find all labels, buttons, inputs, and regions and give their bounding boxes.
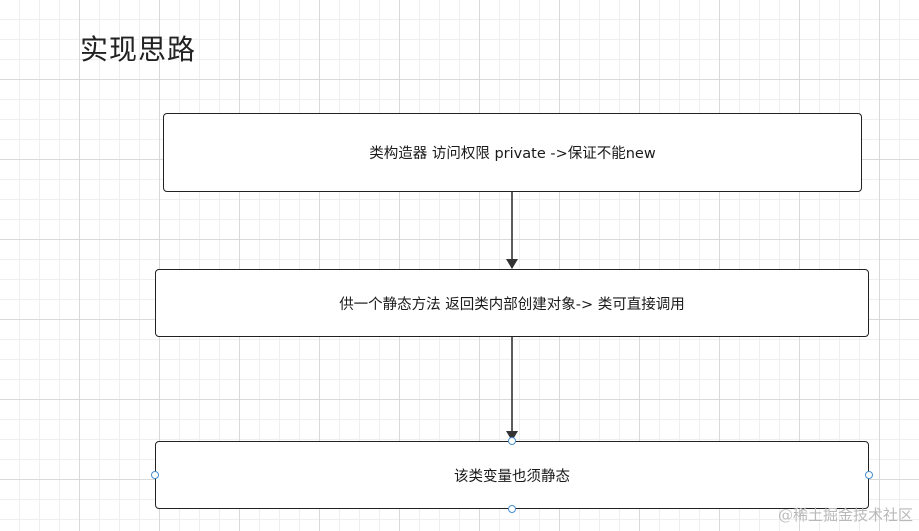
step-box-2[interactable]: 供一个静态方法 返回类内部创建对象-> 类可直接调用 <box>155 269 869 337</box>
watermark: @稀土掘金技术社区 <box>777 506 913 524</box>
selection-handle-top[interactable] <box>508 437 516 445</box>
step-label-2: 供一个静态方法 返回类内部创建对象-> 类可直接调用 <box>339 296 685 313</box>
diagram-title: 实现思路 <box>80 33 197 66</box>
step-label-1: 类构造器 访问权限 private ->保证不能new <box>369 146 656 162</box>
selection-handle-left[interactable] <box>151 471 159 479</box>
selection-handle-right[interactable] <box>865 471 873 479</box>
step-box-1[interactable]: 类构造器 访问权限 private ->保证不能new <box>163 113 862 192</box>
step-label-3: 该类变量也须静态 <box>454 468 570 485</box>
selection-handle-bottom[interactable] <box>508 505 516 513</box>
step-box-3[interactable]: 该类变量也须静态 <box>155 441 869 509</box>
